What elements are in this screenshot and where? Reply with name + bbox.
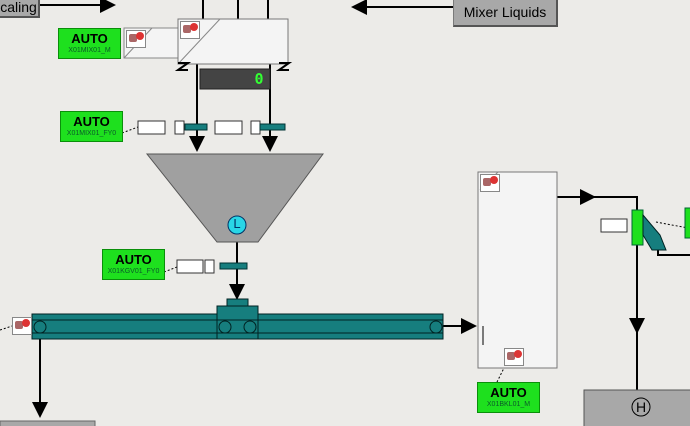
fault-icon[interactable] (504, 348, 524, 366)
tank-h (583, 389, 690, 426)
tag-label: X01BKL01_M (486, 401, 531, 408)
valve-actuator (219, 262, 248, 270)
mode-label: AUTO (490, 385, 527, 400)
valve-actuator (259, 123, 286, 131)
tag-label: X01KGV01_FY0 (107, 268, 160, 275)
fault-icon[interactable] (480, 174, 500, 192)
tag-label: X01MIX01_FY0 (66, 130, 117, 137)
mode-label: AUTO (71, 31, 108, 46)
tank-symbol: H (635, 399, 647, 415)
mode-label: AUTO (115, 252, 152, 267)
level-indicator (227, 215, 247, 235)
fault-icon[interactable] (12, 317, 32, 335)
fault-icon[interactable] (126, 30, 146, 48)
conveyor (31, 298, 444, 340)
fault-icon[interactable] (180, 21, 200, 39)
buffer-bin (477, 171, 558, 369)
mixer-display (199, 68, 271, 90)
display-value: 0 (254, 70, 264, 88)
level-symbol: L (233, 216, 241, 231)
mode-label: AUTO (73, 114, 110, 129)
mixer-liquids-button[interactable]: Mixer Liquids (453, 0, 558, 27)
tag-label: X01MIX01_M (68, 47, 111, 54)
scaling-button[interactable]: caling (0, 0, 40, 18)
hopper (145, 153, 324, 243)
valve-actuator (184, 123, 208, 131)
diverter-valve (631, 209, 644, 246)
